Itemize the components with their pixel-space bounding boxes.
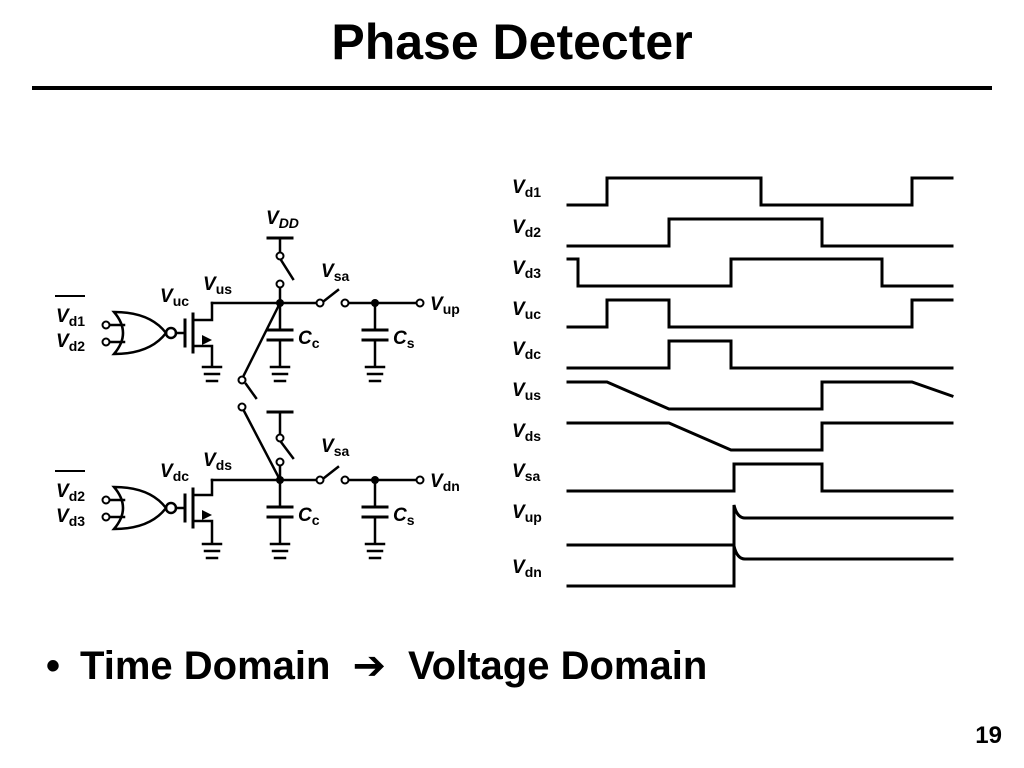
nor-gate (111, 310, 168, 356)
label-top-cc: Cc (298, 328, 320, 351)
label-top-out: Vup (430, 294, 460, 317)
waveform-vds (566, 421, 954, 452)
bullet-point: • Time Domain ➔ Voltage Domain (46, 640, 707, 692)
signal-label-vup: Vup (512, 502, 542, 525)
circuit-labels: VDD Vd1 Vd2 Vuc Vus Vsa Cc Cs Vup Vd2 Vd… (55, 208, 460, 529)
label-bottom-in1: Vd2 (56, 481, 85, 504)
slide-title: Phase Detecter (331, 14, 693, 70)
output-terminal (415, 298, 425, 308)
label-top-in1: Vd1 (56, 306, 85, 329)
waveform-vsa (566, 462, 954, 493)
label-top-switch: Vsa (321, 261, 349, 284)
waveform-vdn (566, 545, 954, 588)
signal-label-vd2: Vd2 (512, 217, 541, 240)
bullet-dot: • (46, 644, 61, 688)
signal-label-vuc: Vuc (512, 299, 541, 322)
waveform-vus (566, 380, 954, 411)
waveform-vuc (566, 298, 954, 329)
title-rule (32, 86, 992, 90)
waveform-vdc (566, 339, 954, 370)
waveform-vd1 (566, 176, 954, 207)
timing-diagram (566, 176, 954, 588)
label-bottom-node: Vds (203, 450, 232, 473)
page-number: 19 (975, 722, 1002, 749)
waveform-vd3 (566, 257, 954, 288)
waveform-vup (566, 504, 954, 547)
bullet-to: Voltage Domain (407, 644, 708, 688)
label-bottom-switch: Vsa (321, 436, 349, 459)
share-switch (237, 301, 282, 482)
signal-label-vus: Vus (512, 380, 541, 403)
waveform-vd2 (566, 217, 954, 248)
input-terminal (101, 320, 111, 330)
bullet-from: Time Domain (80, 644, 331, 688)
label-bottom-cc: Cc (298, 505, 320, 528)
signal-label-vdn: Vdn (512, 557, 542, 580)
label-bottom-cs: Cs (393, 505, 415, 528)
label-top-in2: Vd2 (56, 331, 85, 354)
signal-label-vsa: Vsa (512, 461, 540, 484)
signal-label-vdc: Vdc (512, 339, 541, 362)
label-vdd: VDD (266, 208, 299, 231)
nor-gate (111, 485, 168, 531)
arrow-icon: ➔ (352, 644, 386, 688)
label-top-gate-out: Vuc (160, 286, 189, 309)
label-top-node: Vus (203, 274, 232, 297)
signal-label-vds: Vds (512, 421, 541, 444)
circuit-bottom (101, 410, 425, 560)
signal-label-vd3: Vd3 (512, 258, 541, 281)
timing-labels: Vd1 Vd2 Vd3 Vuc Vdc Vus Vds Vsa Vup Vdn (512, 177, 542, 580)
label-bottom-gate-out: Vdc (160, 461, 189, 484)
label-bottom-out: Vdn (430, 471, 460, 494)
input-terminal (101, 337, 111, 347)
label-bottom-in2: Vd3 (56, 506, 85, 529)
signal-label-vd1: Vd1 (512, 177, 541, 200)
label-top-cs: Cs (393, 328, 415, 351)
circuit-top (101, 236, 425, 383)
